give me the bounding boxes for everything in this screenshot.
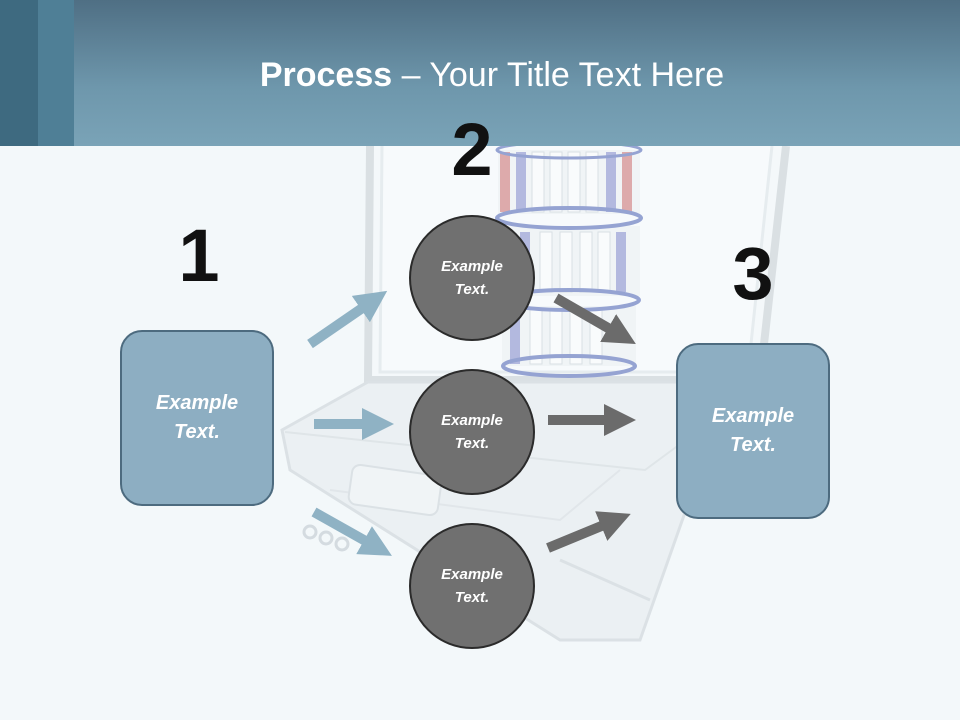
arrow-2-to-3-top	[553, 293, 636, 344]
header-accent-band	[38, 0, 74, 146]
arrow-2-to-3-bottom	[546, 511, 631, 553]
arrow-1-to-2-bottom	[311, 507, 392, 556]
step-3-number: 3	[732, 232, 774, 315]
step-2-circle-top: Example Text.	[409, 215, 535, 341]
title-bold-part: Process	[259, 56, 393, 94]
title-bar: Process – Your Title Text Here	[0, 0, 960, 146]
step-3-box: Example Text.	[676, 343, 830, 519]
step-1-box: Example Text.	[120, 330, 274, 506]
arrow-1-to-2-top	[307, 290, 388, 349]
header-accent-band	[0, 0, 38, 146]
step-2-number: 2	[451, 108, 493, 191]
step-2-circle-middle: Example Text.	[409, 369, 535, 495]
step-1-number: 1	[178, 214, 220, 297]
step-2-circle-bottom: Example Text.	[409, 523, 535, 649]
slide-title: Process – Your Title Text Here	[0, 50, 960, 100]
title-rest-part: – Your Title Text Here	[392, 56, 725, 94]
